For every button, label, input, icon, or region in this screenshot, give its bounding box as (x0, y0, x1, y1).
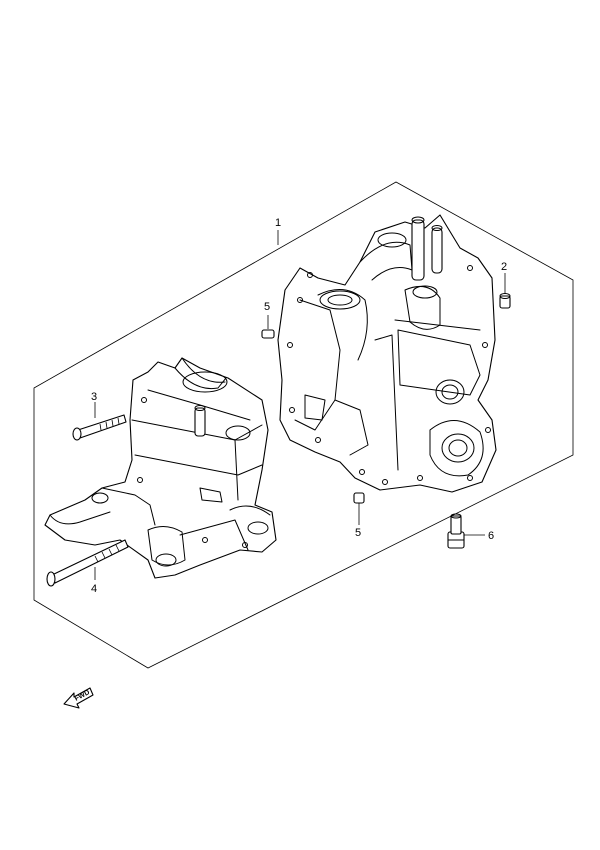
callout-6: 6 (488, 530, 494, 542)
callout-5-lower: 5 (355, 527, 361, 539)
dowel-pin (499, 293, 511, 309)
callout-4: 4 (91, 583, 97, 595)
dowel-pin-lower (353, 492, 365, 504)
callout-3: 3 (91, 391, 97, 403)
fitting (447, 513, 465, 549)
crankcase-right-half (277, 214, 497, 493)
bolt-long (46, 539, 129, 587)
assembly-outline (33, 181, 574, 669)
callout-5-upper: 5 (264, 301, 270, 313)
crankcase-left-half (44, 357, 277, 579)
callout-2: 2 (501, 261, 507, 273)
fwd-arrow-icon: FWD (63, 687, 94, 709)
bolt-short (72, 414, 127, 441)
callout-1: 1 (275, 217, 281, 229)
dowel-pin-upper (261, 329, 275, 339)
